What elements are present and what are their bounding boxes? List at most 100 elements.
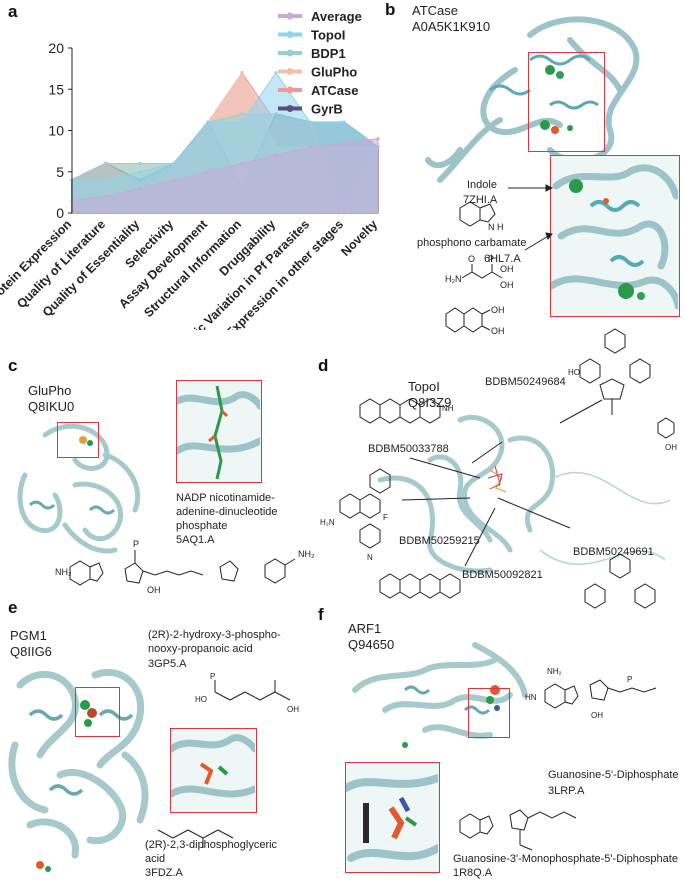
data-point bbox=[104, 161, 108, 166]
chem-d-f: F bbox=[383, 513, 388, 522]
zoom-box-c bbox=[57, 422, 99, 458]
chem-b-nh: N H bbox=[488, 222, 504, 232]
data-point bbox=[138, 170, 142, 174]
arrows-d bbox=[401, 399, 603, 567]
chem-d-nh: NH bbox=[442, 404, 454, 413]
x-tick-label: Novelty bbox=[338, 217, 380, 259]
ligand-code-f2: 1R8Q.A bbox=[453, 867, 493, 879]
legend-label: BDP1 bbox=[311, 46, 346, 61]
data-point bbox=[172, 178, 176, 182]
chem-structure-f1: NH₂ HN P OH bbox=[525, 667, 657, 720]
protein-name-b: ATCase bbox=[412, 3, 458, 18]
data-point bbox=[274, 71, 278, 75]
data-point bbox=[240, 161, 244, 166]
protein-name-c: GluPho bbox=[28, 383, 72, 398]
ligand-desc-f1: Guanosine-5'-Diphosphate bbox=[548, 769, 679, 781]
protein-name-e: PGM1 bbox=[10, 628, 47, 643]
ligand-d2: BDBM50033788 bbox=[368, 443, 449, 455]
panel-label-b: b bbox=[385, 0, 396, 19]
ligand-desc-e1: (2R)-2-hydroxy-3-phospho-nooxy-propanoic… bbox=[148, 629, 281, 655]
zoom-box-f bbox=[468, 688, 510, 738]
inset-c bbox=[173, 380, 264, 483]
chem-structure-f2 bbox=[459, 809, 577, 851]
ligand-desc-e2: (2R)-2,3-diphosphoglyceric acid bbox=[145, 839, 278, 865]
panel-label-f: f bbox=[318, 605, 324, 624]
data-point bbox=[138, 186, 142, 190]
legend-marker bbox=[286, 86, 294, 94]
chem-c-oh: OH bbox=[147, 585, 161, 595]
chem-b-h2n: H₂N bbox=[445, 274, 462, 284]
ligand-code-f1: 3LRP.A bbox=[548, 785, 585, 797]
chem-f-p: P bbox=[627, 675, 632, 684]
chem-f-hn: HN bbox=[525, 693, 537, 702]
data-point bbox=[104, 194, 108, 199]
chem-b-o: O bbox=[468, 254, 475, 264]
inset-structure-e bbox=[167, 734, 259, 798]
legend-label: ATCase bbox=[311, 83, 358, 98]
panel-label-c: c bbox=[8, 356, 18, 375]
ligand-name-b1: Indole bbox=[467, 179, 497, 191]
panel-label-a: a bbox=[8, 2, 18, 21]
legend-label: GluPho bbox=[311, 65, 357, 80]
data-point bbox=[240, 71, 244, 75]
panel-label-d: d bbox=[318, 356, 329, 375]
chem-structure-e2 bbox=[157, 829, 234, 848]
ligand-code-c: 5AQ1.A bbox=[176, 534, 215, 546]
y-tick-label: 0 bbox=[56, 205, 64, 221]
chem-c-p: P bbox=[133, 539, 139, 549]
chem-b-p: P bbox=[488, 254, 494, 264]
chem-e-p: P bbox=[210, 672, 215, 681]
y-tick-label: 15 bbox=[48, 81, 64, 97]
data-point bbox=[172, 161, 176, 166]
inset-structure-b bbox=[547, 164, 682, 310]
protein-structure-f bbox=[352, 642, 528, 748]
protein-structure-c bbox=[17, 423, 141, 554]
ligand-d5: BDBM50092821 bbox=[462, 569, 543, 581]
data-point bbox=[206, 170, 210, 174]
chem-f-nh2: NH₂ bbox=[547, 667, 562, 676]
protein-id-c: Q8IKU0 bbox=[28, 399, 75, 414]
protein-structure-d bbox=[377, 414, 671, 574]
chem-structure-e1: HO P OH bbox=[195, 672, 299, 714]
zoom-box-b bbox=[528, 52, 605, 152]
chart-areas bbox=[70, 71, 380, 215]
chem-e-oh: OH bbox=[287, 705, 299, 714]
y-tick-label: 5 bbox=[56, 164, 64, 180]
chem-d-ho: HO bbox=[568, 368, 580, 377]
ligand-d3: BDBM50259215 bbox=[399, 535, 480, 547]
ligand-code-b2: 6HL7.A bbox=[484, 253, 521, 265]
legend-label: Average bbox=[311, 9, 362, 24]
legend-marker bbox=[286, 68, 294, 75]
data-point bbox=[274, 153, 278, 157]
data-point bbox=[308, 120, 312, 124]
chem-b-oh4: OH bbox=[491, 326, 505, 336]
data-point bbox=[138, 161, 142, 166]
protein-name-f: ARF1 bbox=[348, 621, 382, 636]
chem-d-h2n: H₂N bbox=[320, 518, 335, 527]
data-point bbox=[308, 145, 312, 149]
data-point bbox=[342, 120, 346, 124]
chem-structures-d: HO OH NH H₂N F N bbox=[320, 328, 677, 609]
ligand-code-e1: 3GP5.A bbox=[148, 658, 187, 670]
legend-marker bbox=[286, 31, 294, 38]
data-point bbox=[206, 120, 210, 124]
inset-f bbox=[342, 762, 442, 873]
protein-id-d: Q8I3Z9 bbox=[408, 395, 452, 410]
inset-structure-f bbox=[342, 774, 442, 862]
chem-structure-c: NH₂ NH₂ P OH bbox=[55, 539, 315, 595]
chem-f-oh: OH bbox=[591, 711, 603, 720]
y-tick-label: 10 bbox=[48, 123, 64, 139]
data-point bbox=[376, 137, 380, 141]
chem-b-oh3: OH bbox=[491, 305, 505, 315]
ligand-desc-c: NADP nicotinamide-adenine-dinucleotide p… bbox=[176, 492, 278, 532]
chem-c-nh2: NH₂ bbox=[55, 567, 72, 577]
ligand-name-b2: phosphono carbamate bbox=[417, 237, 527, 249]
inset-structure-c bbox=[173, 385, 264, 480]
chem-d-oh: OH bbox=[665, 443, 677, 452]
inset-e bbox=[167, 728, 259, 813]
ligand-code-e2: 3FDZ.A bbox=[145, 867, 183, 879]
protein-id-e: Q8IIG6 bbox=[10, 644, 52, 659]
